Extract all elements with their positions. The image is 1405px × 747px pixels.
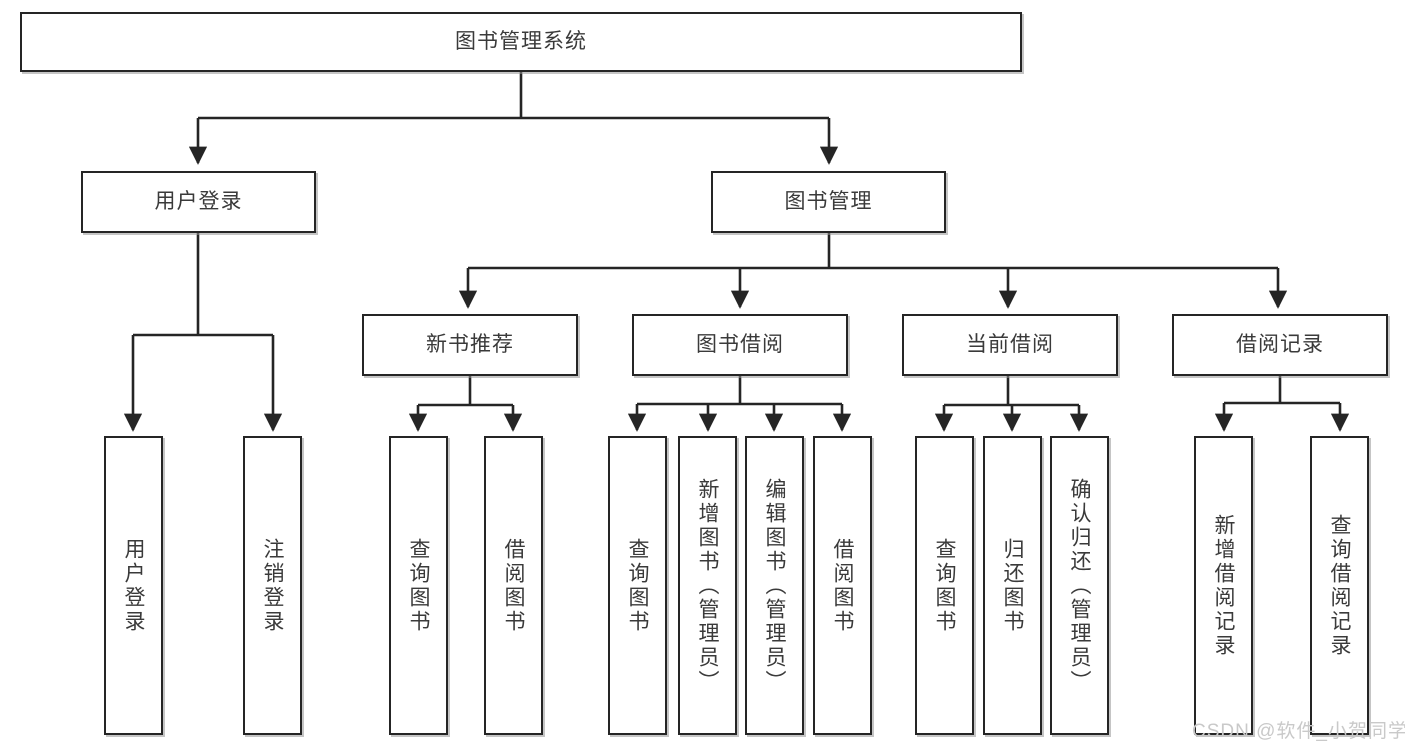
node-leaf-borrow-book-b[interactable]: 借阅图书 bbox=[813, 436, 872, 735]
node-root-label: 图书管理系统 bbox=[455, 30, 587, 54]
node-leaf-query-book-b-label: 查询图书 bbox=[626, 537, 650, 634]
node-book-manage[interactable]: 图书管理 bbox=[711, 171, 946, 233]
node-user-login[interactable]: 用户登录 bbox=[81, 171, 316, 233]
node-leaf-return-book-label: 归还图书 bbox=[1001, 537, 1025, 634]
node-leaf-confirm-return-label: 确认归还（管理员） bbox=[1068, 477, 1092, 694]
node-leaf-query-book-a[interactable]: 查询图书 bbox=[389, 436, 448, 735]
node-leaf-borrow-book-a[interactable]: 借阅图书 bbox=[484, 436, 543, 735]
node-leaf-return-book[interactable]: 归还图书 bbox=[983, 436, 1042, 735]
node-leaf-borrow-book-b-label: 借阅图书 bbox=[831, 537, 855, 634]
node-leaf-query-book-a-label: 查询图书 bbox=[407, 537, 431, 634]
node-leaf-add-book[interactable]: 新增图书（管理员） bbox=[678, 436, 737, 735]
node-leaf-logout-label: 注销登录 bbox=[261, 537, 285, 634]
node-borrow-record-label: 借阅记录 bbox=[1236, 333, 1324, 357]
node-leaf-query-record[interactable]: 查询借阅记录 bbox=[1310, 436, 1369, 735]
node-leaf-confirm-return[interactable]: 确认归还（管理员） bbox=[1050, 436, 1109, 735]
node-leaf-edit-book-label: 编辑图书（管理员） bbox=[763, 477, 787, 694]
node-leaf-logout[interactable]: 注销登录 bbox=[243, 436, 302, 735]
node-borrow-record[interactable]: 借阅记录 bbox=[1172, 314, 1388, 376]
node-new-book-rec[interactable]: 新书推荐 bbox=[362, 314, 578, 376]
node-leaf-add-record-label: 新增借阅记录 bbox=[1212, 513, 1236, 658]
node-leaf-add-book-label: 新增图书（管理员） bbox=[696, 477, 720, 694]
node-leaf-add-record[interactable]: 新增借阅记录 bbox=[1194, 436, 1253, 735]
node-leaf-query-book-c-label: 查询图书 bbox=[933, 537, 957, 634]
node-current-borrow[interactable]: 当前借阅 bbox=[902, 314, 1118, 376]
node-leaf-query-book-c[interactable]: 查询图书 bbox=[915, 436, 974, 735]
node-book-borrow[interactable]: 图书借阅 bbox=[632, 314, 848, 376]
node-user-login-label: 用户登录 bbox=[154, 190, 243, 214]
node-leaf-borrow-book-a-label: 借阅图书 bbox=[502, 537, 526, 634]
node-new-book-rec-label: 新书推荐 bbox=[426, 333, 514, 357]
node-leaf-user-login-label: 用户登录 bbox=[122, 537, 146, 634]
node-leaf-user-login[interactable]: 用户登录 bbox=[104, 436, 163, 735]
node-current-borrow-label: 当前借阅 bbox=[966, 333, 1054, 357]
node-leaf-query-book-b[interactable]: 查询图书 bbox=[608, 436, 667, 735]
node-leaf-edit-book[interactable]: 编辑图书（管理员） bbox=[745, 436, 804, 735]
node-root[interactable]: 图书管理系统 bbox=[20, 12, 1022, 72]
node-book-borrow-label: 图书借阅 bbox=[696, 333, 784, 357]
node-leaf-query-record-label: 查询借阅记录 bbox=[1328, 513, 1352, 658]
node-book-manage-label: 图书管理 bbox=[784, 190, 873, 214]
